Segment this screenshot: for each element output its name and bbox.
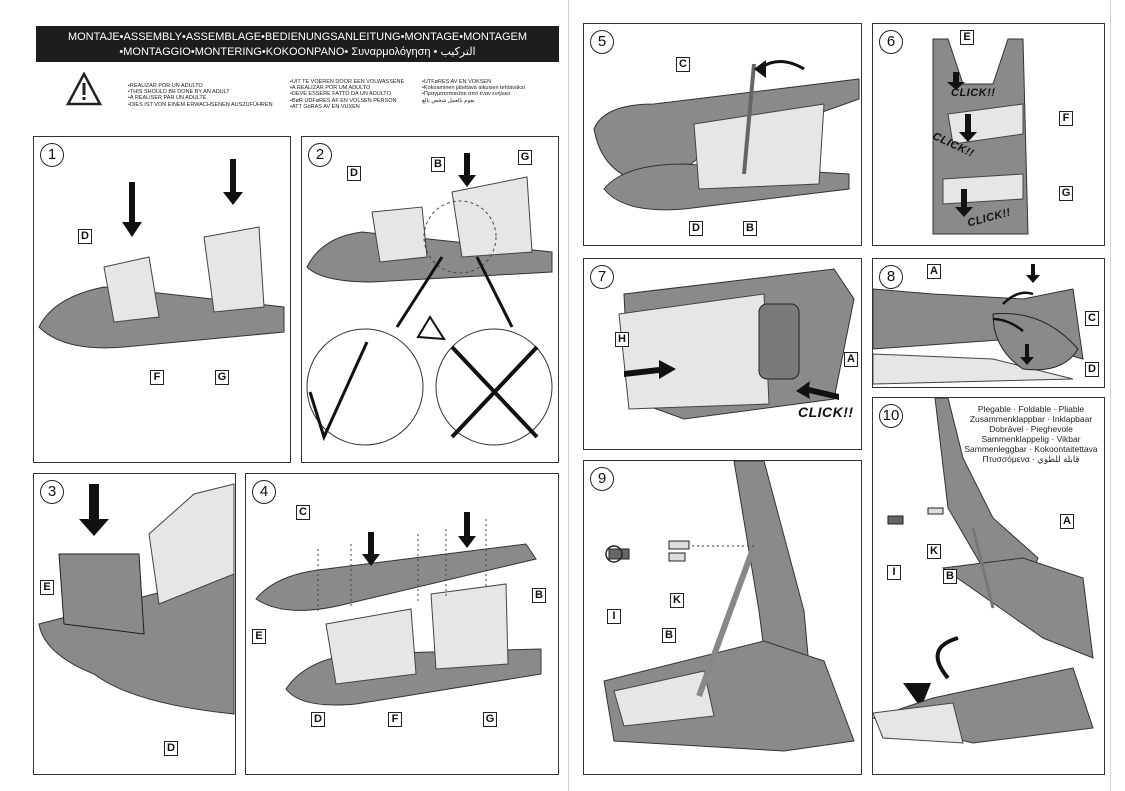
step-1-panel: 1 D F G [33,136,291,463]
part-label-g: G [483,712,497,727]
part-label-c: C [676,57,690,72]
part-label-a: A [1060,514,1074,529]
part-label-b: B [431,157,445,172]
step-2-panel: 2 D B G [301,136,559,463]
part-label-f: F [1059,111,1073,126]
part-label-i: I [887,565,901,580]
click-text-1: CLICK!! [951,87,996,99]
step-number: 7 [590,265,614,289]
part-label-g: G [1059,186,1073,201]
part-label-b: B [532,588,546,603]
part-label-e: E [252,629,266,644]
step-7-panel: 7 CLICK!! H A [583,258,862,450]
step-number: 9 [590,467,614,491]
warning-col-2: •UIT TE VOEREN DOOR EEN VOLWASSENE•A REA… [290,79,405,110]
part-label-f: F [150,370,164,385]
step-5-panel: 5 C D B [583,23,862,246]
warning-col-1: •REALIZAR POR UN ADULTO•THIS SHOULD BE D… [128,83,273,108]
step-9-illustration [603,461,855,752]
step-3-illustration [38,483,235,715]
title-line-2: •MONTAGGIO•MONTERING•KOKOONPANO• Συναρμο… [119,46,476,58]
screw-icon [605,545,630,563]
step-2-illustration [306,153,553,446]
step-4-panel: 4 C E D F G B [245,473,559,775]
step-number: 8 [879,265,903,289]
foldable-notice: Plegable · Foldable · Pliable Zusammenkl… [964,404,1098,464]
bolt-icon [668,540,690,562]
warning-col-3: •UTFøRES AV EN VOKSEN•Kokoaminen jätettä… [422,79,525,104]
part-label-c: C [296,505,310,520]
click-text: CLICK!! [798,404,854,420]
part-label-b: B [743,221,757,236]
part-label-i: I [607,609,621,624]
part-label-a: A [927,264,941,279]
part-label-c: C [1085,311,1099,326]
step-number: 5 [590,30,614,54]
screw-icon [887,515,904,525]
part-label-h: H [615,332,629,347]
part-label-a: A [844,352,858,367]
title-bar: MONTAJE•ASSEMBLY•ASSEMBLAGE•BEDIENUNGSAN… [36,26,559,62]
step-1-illustration [38,159,285,349]
part-label-f: F [388,712,402,727]
part-label-e: E [40,580,54,595]
step-4-illustration [255,512,542,706]
step-6-illustration [932,38,1029,235]
step-number: 10 [879,404,903,428]
step-5-illustration [593,60,860,211]
step-7-illustration [618,268,855,420]
page-edge [1110,0,1111,791]
step-number: 3 [40,480,64,504]
bolt-icon [927,507,944,515]
part-label-d: D [311,712,325,727]
step-8-illustration [873,264,1084,385]
part-label-k: K [670,593,684,608]
step-3-panel: 3 E D [33,473,236,775]
part-label-d: D [347,166,361,181]
part-label-b: B [943,569,957,584]
step-number: 6 [879,30,903,54]
part-label-d: D [1085,362,1099,377]
part-label-d: D [689,221,703,236]
title-line-1: MONTAJE•ASSEMBLY•ASSEMBLAGE•BEDIENUNGSAN… [67,31,528,43]
page-fold [568,0,569,791]
step-10-panel: 10 Plegable · Foldable · Pliable Zusamme… [872,397,1105,775]
step-9-panel: 9 I K B [583,460,862,775]
part-label-k: K [927,544,941,559]
step-number: 1 [40,143,64,167]
part-label-e: E [960,30,974,45]
part-label-g: G [215,370,229,385]
step-6-panel: 6 CLICK!! CLICK!! CLICK!! E F G [872,23,1105,246]
part-label-b: B [662,628,676,643]
step-8-panel: 8 A C D [872,258,1105,388]
part-label-d: D [164,741,178,756]
part-label-d: D [78,229,92,244]
step-number: 4 [252,480,276,504]
warning-triangle-icon [66,72,102,106]
step-10-illustration [873,398,1094,744]
part-label-g: G [518,150,532,165]
step-number: 2 [308,143,332,167]
